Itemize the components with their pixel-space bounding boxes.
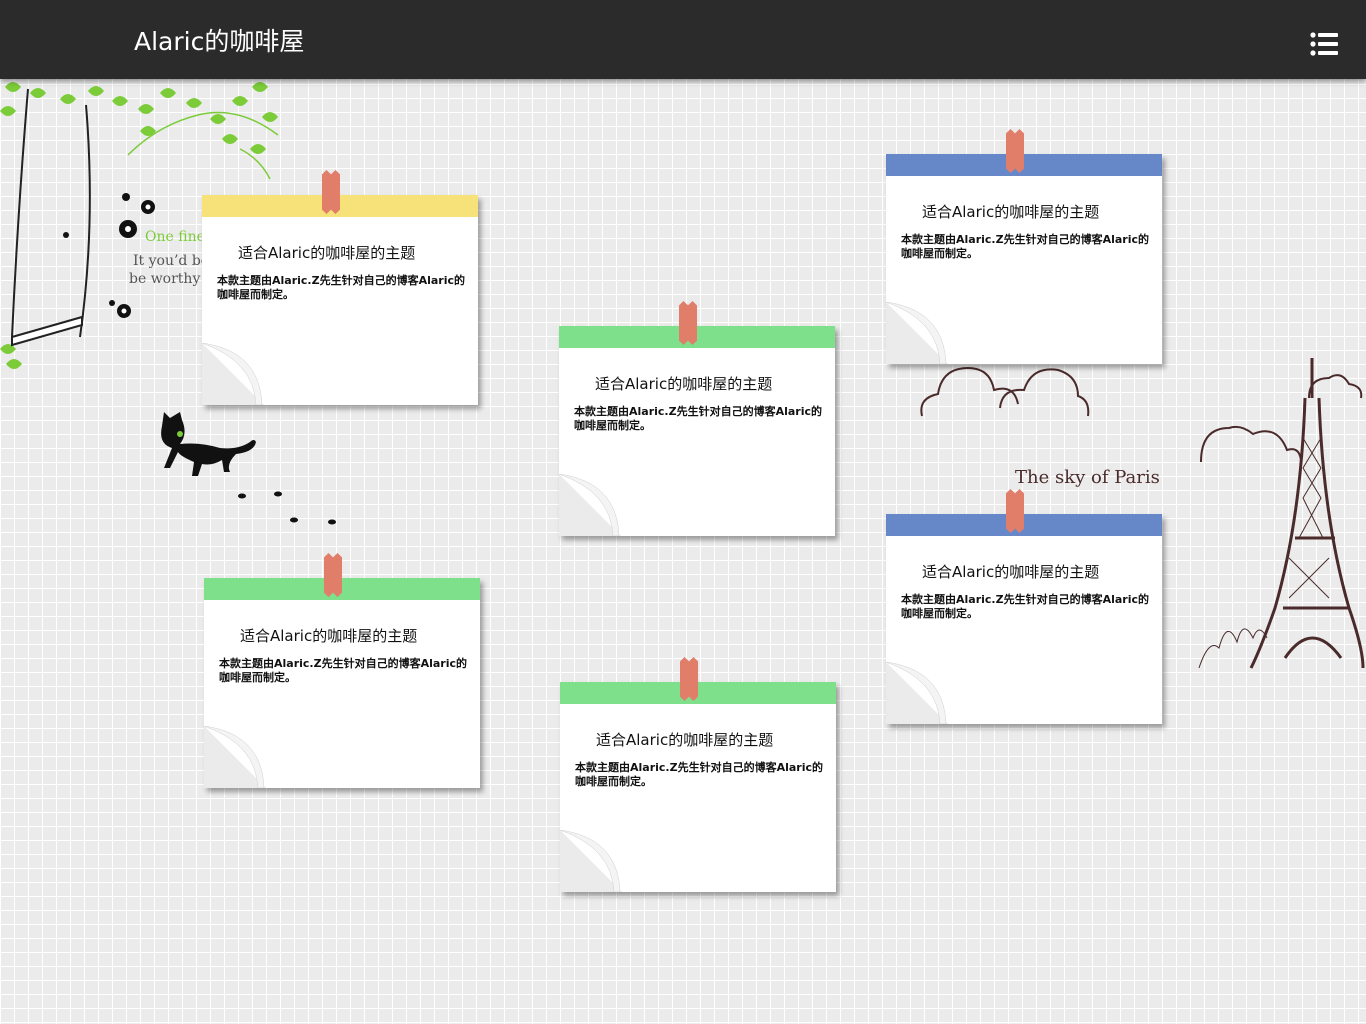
page-curl-icon [202,343,264,405]
note-title[interactable]: 适合Alaric的咖啡屋的主题 [595,375,773,393]
tagline-one-fine: One fine [145,229,205,245]
note-card-yellow[interactable]: 适合Alaric的咖啡屋的主题 本款主题由Alaric.Z先生针对自己的博客Al… [202,170,478,405]
menu-button[interactable] [1310,32,1342,58]
note-header-band [886,514,1162,536]
note-description: 本款主题由Alaric.Z先生针对自己的博客Alaric的咖啡屋而制定。 [219,657,467,684]
tagline-you-would-be: It you’d be [133,253,210,269]
page-curl-icon [886,302,948,364]
note-header-band [204,578,480,600]
cat-illustration [161,412,336,525]
note-header-band [886,154,1162,176]
note-title[interactable]: 适合Alaric的咖啡屋的主题 [240,627,418,645]
washi-tape [324,553,342,597]
washi-tape [679,301,697,345]
paris-sky-label: The sky of Paris [1015,467,1160,488]
page-curl-icon [559,474,621,536]
note-card-green-2[interactable]: 适合Alaric的咖啡屋的主题 本款主题由Alaric.Z先生针对自己的博客Al… [204,553,480,788]
note-card-green-1[interactable]: 适合Alaric的咖啡屋的主题 本款主题由Alaric.Z先生针对自己的博客Al… [559,301,835,536]
note-description: 本款主题由Alaric.Z先生针对自己的博客Alaric的咖啡屋而制定。 [575,761,823,788]
washi-tape [1006,489,1024,533]
washi-tape [1006,129,1024,173]
note-title[interactable]: 适合Alaric的咖啡屋的主题 [922,203,1100,221]
washi-tape [322,170,340,214]
list-icon [1310,32,1338,56]
vine-swing-illustration [0,82,279,369]
page-curl-icon [560,830,622,892]
note-description: 本款主题由Alaric.Z先生针对自己的博客Alaric的咖啡屋而制定。 [217,274,465,301]
note-description: 本款主题由Alaric.Z先生针对自己的博客Alaric的咖啡屋而制定。 [901,233,1149,260]
page-curl-icon [886,662,948,724]
note-title[interactable]: 适合Alaric的咖啡屋的主题 [922,563,1100,581]
note-description: 本款主题由Alaric.Z先生针对自己的博客Alaric的咖啡屋而制定。 [574,405,822,432]
note-card-green-3[interactable]: 适合Alaric的咖啡屋的主题 本款主题由Alaric.Z先生针对自己的博客Al… [560,657,836,892]
top-navigation-bar: Alaric的咖啡屋 [0,0,1366,79]
page-curl-icon [204,726,266,788]
note-title[interactable]: 适合Alaric的咖啡屋的主题 [596,731,774,749]
note-description: 本款主题由Alaric.Z先生针对自己的博客Alaric的咖啡屋而制定。 [901,593,1149,620]
note-header-band [560,682,836,704]
washi-tape [680,657,698,701]
note-card-blue-1[interactable]: 适合Alaric的咖啡屋的主题 本款主题由Alaric.Z先生针对自己的博客Al… [886,129,1162,364]
tagline-be-worthy: be worthy t [129,271,211,287]
note-title[interactable]: 适合Alaric的咖啡屋的主题 [238,244,416,262]
note-header-band [559,326,835,348]
eiffel-tower-illustration [1198,358,1365,669]
site-title[interactable]: Alaric的咖啡屋 [134,27,305,56]
note-card-blue-2[interactable]: 适合Alaric的咖啡屋的主题 本款主题由Alaric.Z先生针对自己的博客Al… [886,489,1162,724]
note-header-band [202,195,478,217]
